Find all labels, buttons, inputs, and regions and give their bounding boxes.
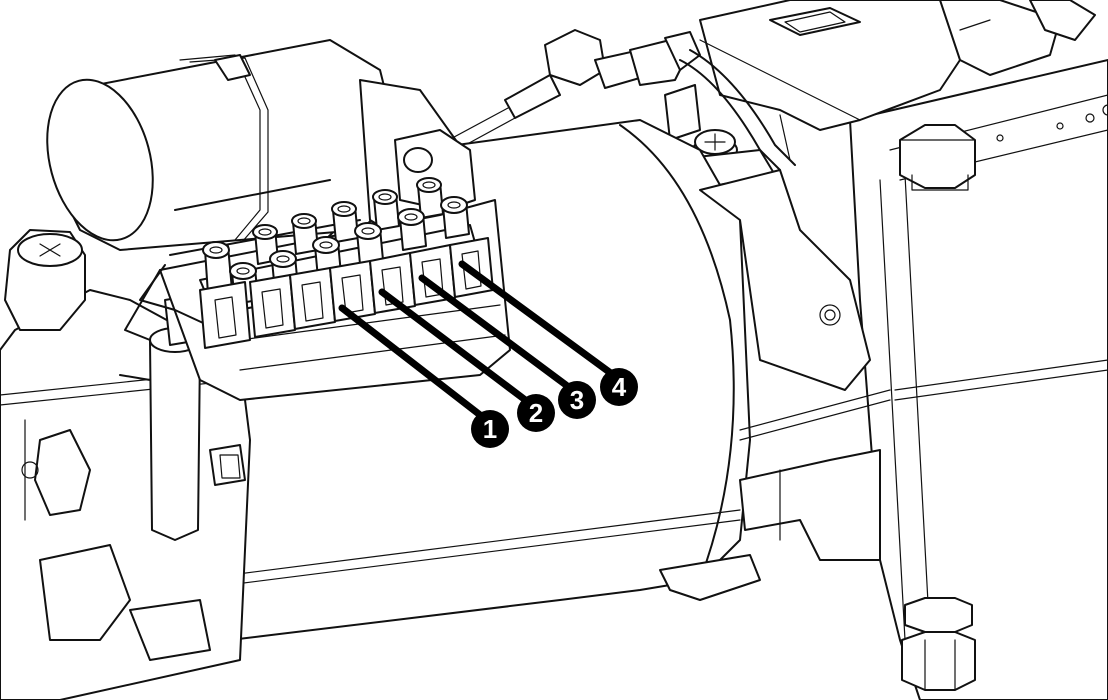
leader-line-4 <box>458 260 616 378</box>
callout-4-label: 4 <box>612 372 627 402</box>
callout-1-circle <box>471 410 509 448</box>
callout-1-label: 1 <box>483 414 497 444</box>
callout-4-circle <box>600 368 638 406</box>
callout-2: 2 <box>517 394 555 432</box>
right-housing <box>849 59 1108 700</box>
capacitor-cylinder <box>46 39 471 251</box>
callout-leaders <box>338 260 616 422</box>
callout-1: 1 <box>471 410 509 448</box>
leader-line-1 <box>338 304 488 422</box>
callout-2-label: 2 <box>529 398 543 428</box>
top-control-unit <box>664 0 1096 161</box>
callout-4: 4 <box>600 368 638 406</box>
leader-line-3 <box>418 274 574 392</box>
callout-2-circle <box>517 394 555 432</box>
hex-bolt-bottom <box>901 597 976 691</box>
callout-3-circle <box>558 381 596 419</box>
callout-3-label: 3 <box>570 385 584 415</box>
lower-bracket <box>659 449 881 601</box>
hex-bolt-top <box>899 124 976 191</box>
callout-3: 3 <box>558 381 596 419</box>
leader-line-2 <box>378 288 532 406</box>
fuel-fitting <box>429 29 796 171</box>
